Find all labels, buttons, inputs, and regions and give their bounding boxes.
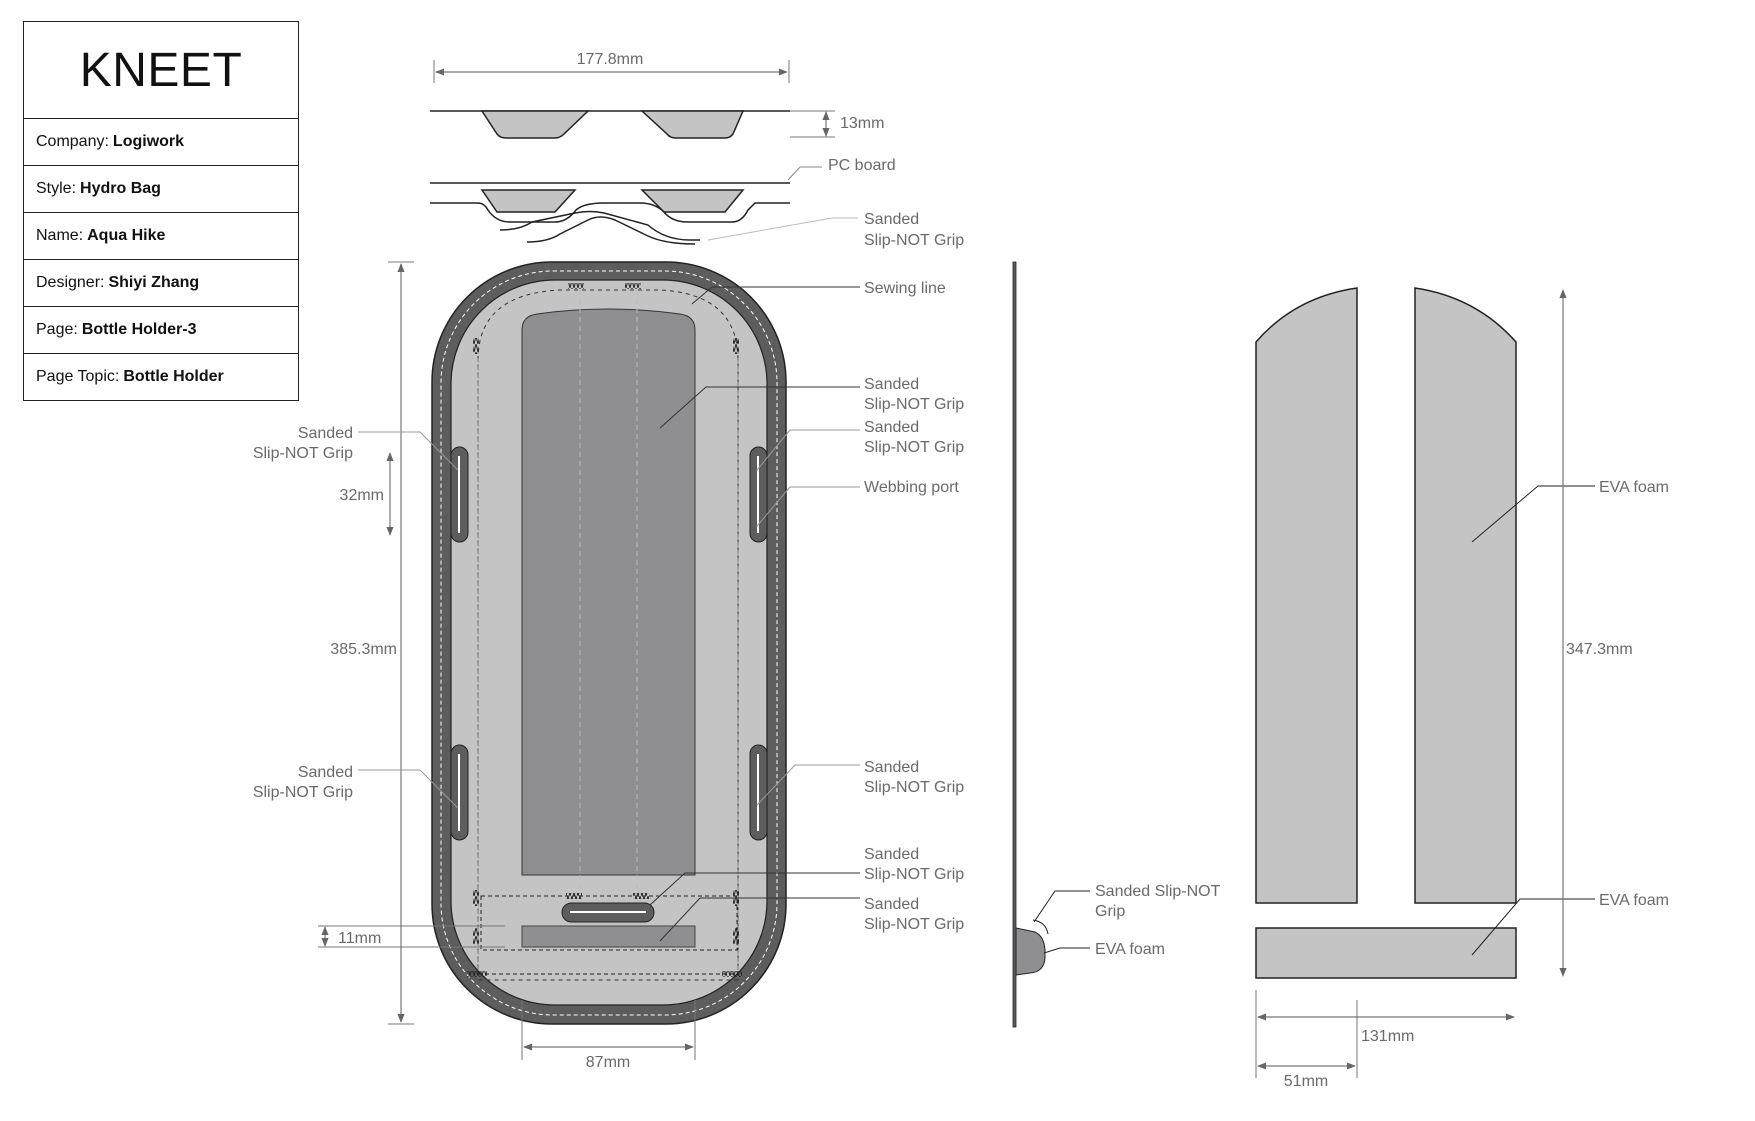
bottom-sanded-callout-1: Sanded Slip-NOT Grip (649, 846, 964, 906)
title-block-row-page-topic: Page Topic:Bottle Holder (24, 354, 298, 400)
bottom-sanded-1-l2: Slip-NOT Grip (864, 866, 964, 883)
pocket-sanded-l2: Slip-NOT Grip (864, 396, 964, 413)
eva-foam-label-1: EVA foam (1599, 479, 1669, 496)
bottom-strip (521, 925, 696, 948)
page-value: Bottle Holder-3 (81, 321, 197, 338)
bottom-sanded-2-l2: Slip-NOT Grip (864, 916, 964, 933)
eva-foam-label-2: EVA foam (1599, 892, 1669, 909)
dim-11: 11mm (318, 925, 505, 948)
dim-177-8-label: 177.8mm (577, 51, 644, 68)
left-sanded-bot-l1: Sanded (298, 764, 353, 781)
title-block-title: KNEET (24, 22, 298, 119)
main-front-view (431, 261, 787, 1025)
dim-87-label: 87mm (586, 1054, 630, 1071)
webbing-port-label: Webbing port (864, 479, 959, 496)
stitch-marks (467, 283, 742, 977)
style-value: Hydro Bag (80, 180, 161, 197)
title-block-row-page: Page:Bottle Holder-3 (24, 307, 298, 354)
dim-51: 51mm (1257, 1062, 1356, 1090)
side-view: Sanded Slip-NOT Grip EVA foam (1012, 261, 1221, 1028)
dim-131-label: 131mm (1361, 1028, 1414, 1045)
top-section-view (430, 110, 790, 245)
sanded-top-l2: Slip-NOT Grip (864, 232, 964, 249)
dim-51-label: 51mm (1284, 1073, 1328, 1090)
pocket-sanded-callout: Sanded Slip-NOT Grip (659, 376, 964, 429)
left-sanded-bot-l2: Slip-NOT Grip (253, 784, 353, 801)
name-value: Aqua Hike (87, 227, 166, 244)
title-block-row-style: Style:Hydro Bag (24, 166, 298, 213)
dim-13: 13mm (790, 110, 884, 138)
left-sanded-callout-bottom: Sanded Slip-NOT Grip (253, 764, 459, 809)
dim-32-label: 32mm (340, 487, 384, 504)
title-block-row-company: Company:Logiwork (24, 119, 298, 166)
title-block-row-name: Name:Aqua Hike (24, 213, 298, 260)
dim-347-3-label: 347.3mm (1566, 641, 1633, 658)
dim-385-3-label: 385.3mm (330, 641, 397, 658)
name-label: Name: (36, 227, 84, 244)
right-sanded-callout-bottom: Sanded Slip-NOT Grip (756, 759, 964, 806)
side-board (1012, 261, 1017, 1028)
right-sanded-top-l2: Slip-NOT Grip (864, 439, 964, 456)
dim-385-3: 385.3mm (328, 261, 414, 1025)
side-sanded-l1: Sanded Slip-NOT (1095, 883, 1221, 900)
company-label: Company: (36, 133, 109, 150)
bottom-sanded-1-l1: Sanded (864, 846, 919, 863)
page-label: Page: (36, 321, 78, 338)
foam-left-piece (1255, 287, 1358, 904)
dim-32: 32mm (334, 452, 394, 536)
sanded-top-l1: Sanded (864, 211, 919, 228)
right-sanded-bot-l1: Sanded (864, 759, 919, 776)
pocket-sanded-l1: Sanded (864, 376, 919, 393)
side-eva-foam-label: EVA foam (1095, 941, 1165, 958)
sanded-callout-top: Sanded Slip-NOT Grip (707, 211, 964, 249)
sewing-line-label: Sewing line (864, 280, 946, 297)
dim-177-8: 177.8mm (433, 51, 790, 83)
left-sanded-top-l2: Slip-NOT Grip (253, 445, 353, 462)
left-sanded-callout-top: Sanded Slip-NOT Grip (253, 425, 459, 471)
pc-board-callout: PC board (787, 157, 896, 181)
webbing-port-callout: Webbing port (756, 479, 959, 527)
side-sanded-l2: Grip (1095, 903, 1125, 920)
right-sanded-callout-top: Sanded Slip-NOT Grip (756, 419, 964, 471)
page-topic-label: Page Topic: (36, 368, 120, 385)
bottom-sanded-callout-2: Sanded Slip-NOT Grip (659, 896, 964, 942)
dim-131: 131mm (1255, 990, 1515, 1078)
company-value: Logiwork (112, 133, 185, 150)
title-block-row-designer: Designer:Shiyi Zhang (24, 260, 298, 307)
designer-value: Shiyi Zhang (108, 274, 200, 291)
bottom-sanded-2-l1: Sanded (864, 896, 919, 913)
dim-13-label: 13mm (840, 115, 884, 132)
designer-label: Designer: (36, 274, 105, 291)
right-sanded-bot-l2: Slip-NOT Grip (864, 779, 964, 796)
sewing-line-callout: Sewing line (691, 280, 946, 305)
side-eva-foam (1015, 927, 1046, 976)
right-sanded-top-l1: Sanded (864, 419, 919, 436)
dim-87: 87mm (521, 1000, 696, 1071)
pc-board-label: PC board (828, 157, 896, 174)
foam-bottom-piece (1255, 927, 1517, 979)
style-label: Style: (36, 180, 77, 197)
bottle-pocket (521, 308, 696, 876)
dim-11-label: 11mm (338, 930, 381, 947)
foam-right-piece (1414, 287, 1517, 904)
page-topic-value: Bottle Holder (123, 368, 224, 385)
title-block: KNEET Company:Logiwork Style:Hydro Bag N… (23, 21, 299, 401)
dim-347-3: 347.3mm (1559, 289, 1636, 977)
eva-foam-pieces: EVA foam EVA foam (1255, 287, 1669, 979)
left-sanded-top-l1: Sanded (298, 425, 353, 442)
